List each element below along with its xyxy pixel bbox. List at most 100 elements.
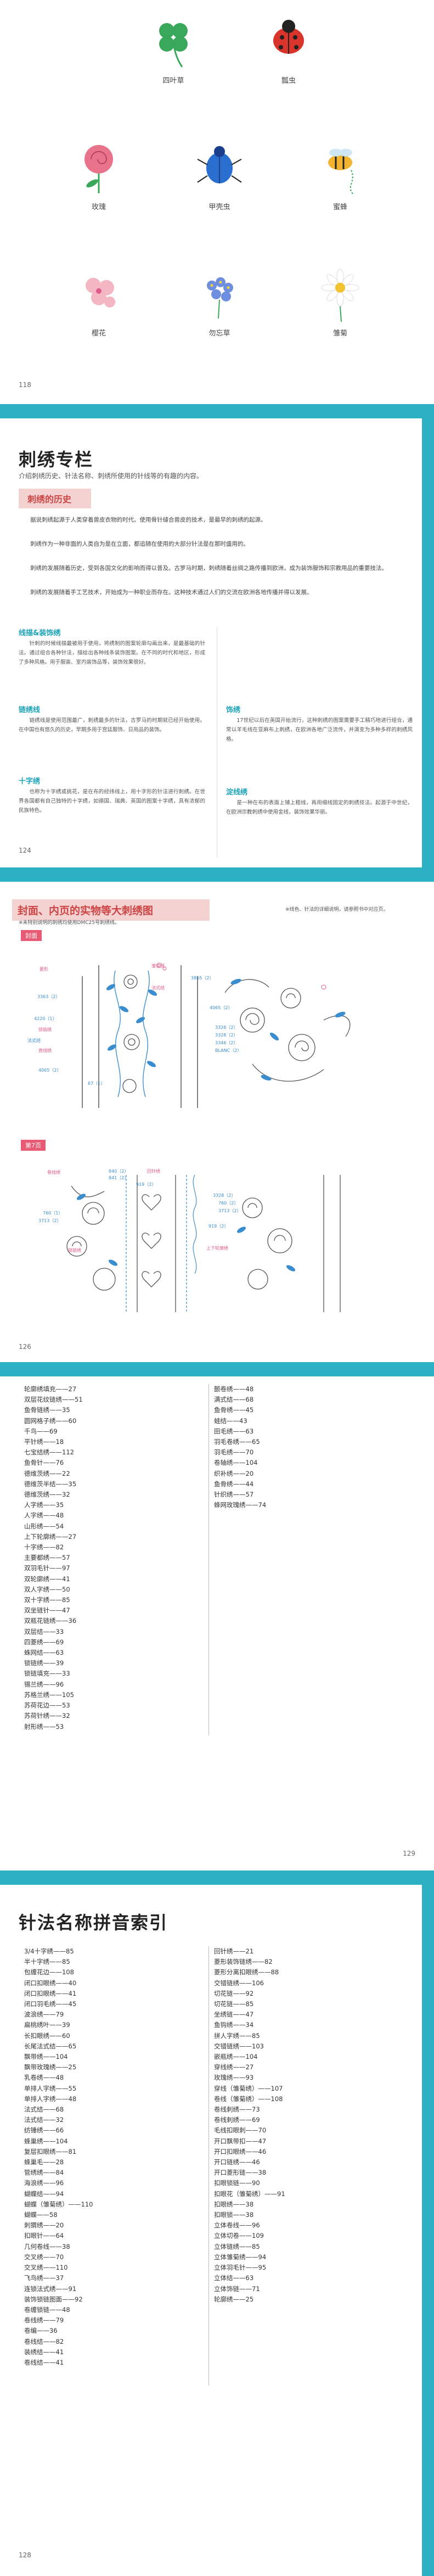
index-entry[interactable]: 包缠花边——108 xyxy=(24,1968,74,1976)
index-entry[interactable]: 苏荷针绣——32 xyxy=(24,1712,70,1720)
index-entry[interactable]: 锁链绣——39 xyxy=(24,1659,64,1667)
index-entry[interactable]: 穿线（雏菊绣）——107 xyxy=(214,2084,283,2092)
index-entry[interactable]: 平针绣——18 xyxy=(24,1438,64,1446)
index-entry[interactable]: 七宝结绣——112 xyxy=(24,1448,74,1457)
index-entry[interactable]: 立体雏菊绣——94 xyxy=(214,2253,267,2261)
index-entry[interactable]: 主要都绣——57 xyxy=(24,1554,70,1562)
index-entry[interactable]: 鱼骨链绣——35 xyxy=(24,1406,70,1414)
index-entry[interactable]: 十字绣——82 xyxy=(24,1543,64,1552)
index-entry[interactable]: 轮廓绣填充——27 xyxy=(24,1385,77,1393)
index-entry[interactable]: 德维茨绣——32 xyxy=(24,1491,70,1499)
index-entry[interactable]: 羽毛绣——70 xyxy=(214,1448,254,1457)
index-entry[interactable]: 田毛绣——63 xyxy=(214,1427,254,1435)
index-entry[interactable]: 开口菱形链——38 xyxy=(214,2169,267,2177)
index-entry[interactable]: 蜂网玫瑰绣——74 xyxy=(214,1501,267,1509)
index-entry[interactable]: 立体羽毛针——95 xyxy=(214,2264,267,2272)
index-entry[interactable]: 法式结——32 xyxy=(24,2116,64,2124)
index-entry[interactable]: 扣眼花（雏菊绣）——91 xyxy=(214,2189,285,2198)
index-entry[interactable]: 蝴蝶（雏菊绣）——110 xyxy=(24,2200,93,2208)
index-entry[interactable]: 上下轮廓绣——27 xyxy=(24,1532,77,1541)
index-entry[interactable]: 千鸟——69 xyxy=(24,1427,58,1435)
index-entry[interactable]: 双轮廓绣——41 xyxy=(24,1575,70,1583)
index-entry[interactable]: 德维茨绣——22 xyxy=(24,1469,70,1477)
index-entry[interactable]: 圆网格子绣——60 xyxy=(24,1416,77,1425)
index-entry[interactable]: 立体切卷——109 xyxy=(214,2232,264,2240)
index-entry[interactable]: 装绣结——41 xyxy=(24,2348,64,2356)
index-entry[interactable]: 立体饰链——71 xyxy=(214,2284,260,2293)
index-entry[interactable]: 菱形装饰链绣——82 xyxy=(214,1958,273,1966)
index-entry[interactable]: 交叉绣——110 xyxy=(24,2264,68,2272)
index-entry[interactable]: 闭口扣眼绣——40 xyxy=(24,1979,77,1987)
index-entry[interactable]: 乳卷绣——48 xyxy=(24,2074,64,2082)
index-entry[interactable]: 锡兰绣——96 xyxy=(24,1680,64,1688)
index-entry[interactable]: 装饰锁链图面——92 xyxy=(24,2295,83,2303)
index-entry[interactable]: 立体卷线——96 xyxy=(214,2221,260,2230)
index-entry[interactable]: 长扣眼绣——60 xyxy=(24,2031,70,2040)
index-entry[interactable]: 扣眼绣——38 xyxy=(214,2200,254,2208)
index-entry[interactable]: 交错链绣——106 xyxy=(214,1979,264,1987)
index-entry[interactable]: 卷线结——82 xyxy=(24,2337,64,2345)
index-entry[interactable]: 连锁法式绣——91 xyxy=(24,2284,77,2293)
index-entry[interactable]: 立体链绣——85 xyxy=(214,2242,260,2250)
index-entry[interactable]: 苏格兰绣——105 xyxy=(24,1690,74,1699)
index-entry[interactable]: 卷线刺绣——69 xyxy=(214,2116,260,2124)
index-entry[interactable]: 坐绣链——47 xyxy=(214,2011,254,2019)
index-entry[interactable]: 轮廓绣——25 xyxy=(214,2295,254,2303)
index-entry[interactable]: 卷轴绣——104 xyxy=(214,1459,258,1467)
index-entry[interactable]: 山形绣——54 xyxy=(24,1522,64,1530)
index-entry[interactable]: 切花链——85 xyxy=(214,2000,254,2008)
index-entry[interactable]: 管绣绣——84 xyxy=(24,2169,64,2177)
index-entry[interactable]: 波浪绣——79 xyxy=(24,2011,64,2019)
index-entry[interactable]: 闭口羽毛绣——45 xyxy=(24,2000,77,2008)
index-entry[interactable]: 颤卷绣——48 xyxy=(214,1385,254,1393)
index-entry[interactable]: 毛线扣眼刺——70 xyxy=(214,2126,267,2135)
index-entry[interactable]: 开口链绣——46 xyxy=(214,2158,260,2166)
index-entry[interactable]: 飞鸟绣——37 xyxy=(24,2274,64,2282)
index-entry[interactable]: 扣眼针——64 xyxy=(24,2232,64,2240)
index-entry[interactable]: 开口飘带扣——47 xyxy=(214,2137,267,2145)
index-entry[interactable]: 蝴蝶——58 xyxy=(24,2211,58,2219)
index-entry[interactable]: 鱼骨绣——44 xyxy=(214,1480,254,1488)
index-entry[interactable]: 双瓶花链绣——36 xyxy=(24,1617,77,1625)
index-entry[interactable]: 苏荷花边——53 xyxy=(24,1701,70,1710)
index-entry[interactable]: 刺猬绣——20 xyxy=(24,2221,64,2230)
index-entry[interactable]: 玫瑰绣——93 xyxy=(214,2074,254,2082)
index-entry[interactable]: 双十字绣——85 xyxy=(24,1596,70,1604)
index-entry[interactable]: 卷编——36 xyxy=(24,2327,58,2335)
index-entry[interactable]: 长尾法式结——65 xyxy=(24,2042,77,2050)
index-entry[interactable]: 羽毛卷绣——65 xyxy=(214,1438,260,1446)
index-entry[interactable]: 飘带玫瑰绣——25 xyxy=(24,2063,77,2071)
index-entry[interactable]: 卷线刺绣——73 xyxy=(214,2105,260,2114)
index-entry[interactable]: 卷线绣——79 xyxy=(24,2316,64,2325)
index-entry[interactable]: 切花链——92 xyxy=(214,1989,254,1997)
index-entry[interactable]: 织补绣——20 xyxy=(214,1469,254,1477)
index-entry[interactable]: 双羽毛针——97 xyxy=(24,1564,70,1572)
index-entry[interactable]: 交叉绣——70 xyxy=(24,2253,64,2261)
index-entry[interactable]: 锁链填充——33 xyxy=(24,1670,70,1678)
index-entry[interactable]: 卷缠锁链——48 xyxy=(24,2305,70,2314)
index-entry[interactable]: 几何卷线——38 xyxy=(24,2242,70,2250)
index-entry[interactable]: 闭口扣眼绣——41 xyxy=(24,1989,77,1997)
index-entry[interactable]: 双层结——33 xyxy=(24,1627,64,1636)
index-entry[interactable]: 回针绣——21 xyxy=(214,1947,254,1955)
index-entry[interactable]: 双层花纹链绣——51 xyxy=(24,1396,83,1404)
index-entry[interactable]: 飘带绣——104 xyxy=(24,2053,68,2061)
index-entry[interactable]: 扁桃绣叶——39 xyxy=(24,2021,70,2029)
index-entry[interactable]: 蛙结——43 xyxy=(214,1416,247,1425)
index-entry[interactable]: 法式结——68 xyxy=(24,2105,64,2114)
index-entry[interactable]: 蜂巢绣——104 xyxy=(24,2137,68,2145)
index-entry[interactable]: 双坐链针——47 xyxy=(24,1606,70,1615)
index-entry[interactable]: 单排人字绣——55 xyxy=(24,2084,77,2092)
index-entry[interactable]: 卷线（雏菊绣）——108 xyxy=(214,2095,283,2103)
index-entry[interactable]: 海浪绣——96 xyxy=(24,2179,64,2187)
index-entry[interactable]: 开口扣眼绣——46 xyxy=(214,2147,267,2155)
index-entry[interactable]: 德维茨半结——35 xyxy=(24,1480,77,1488)
index-entry[interactable]: 复层扣眼绣——81 xyxy=(24,2147,77,2155)
index-entry[interactable]: 嵌瓶绣——104 xyxy=(214,2053,258,2061)
index-entry[interactable]: 立体结——63 xyxy=(214,2274,254,2282)
index-entry[interactable]: 射形绣——53 xyxy=(24,1722,64,1731)
index-entry[interactable]: 蝴蝶结——94 xyxy=(24,2189,64,2198)
index-entry[interactable]: 扣眼锁链——90 xyxy=(214,2179,260,2187)
index-entry[interactable]: 满式结——68 xyxy=(214,1396,254,1404)
index-entry[interactable]: 蜂巢毛——28 xyxy=(24,2158,64,2166)
